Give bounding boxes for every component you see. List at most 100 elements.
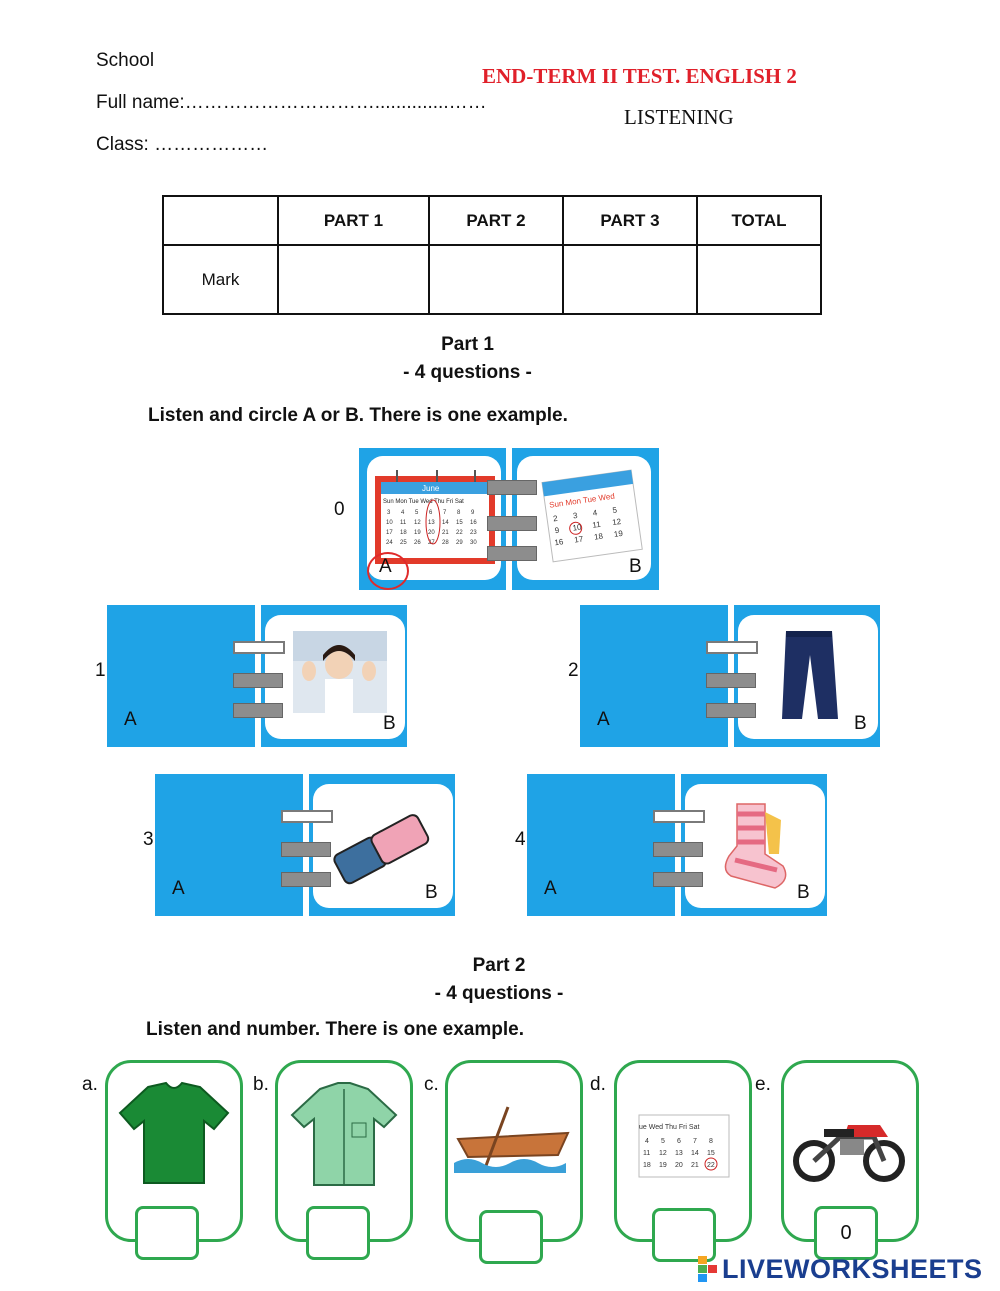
item-2-label-b: B [854, 713, 867, 734]
svg-text:7: 7 [443, 510, 447, 516]
svg-text:11: 11 [592, 520, 602, 530]
trousers-icon [782, 631, 838, 719]
svg-text:24: 24 [386, 540, 393, 546]
part2-count: - 4 questions - [434, 983, 564, 1004]
item-2-ring-1 [706, 641, 758, 654]
mark-cell-total[interactable] [696, 244, 822, 315]
svg-text:22: 22 [456, 530, 463, 536]
part1-title: Part 1 [441, 334, 494, 355]
svg-text:29: 29 [456, 540, 463, 546]
item-3-ring-1 [281, 810, 333, 823]
card-b-label: b. [253, 1074, 269, 1095]
part1-instruction: Listen and circle A or B. There is one e… [148, 405, 568, 426]
item-3-label-a[interactable]: A [172, 878, 185, 899]
card-a-answer-box[interactable] [135, 1206, 199, 1260]
item-2-label-a[interactable]: A [597, 709, 610, 730]
item-1-page-b[interactable]: B [265, 615, 405, 739]
item-4-book: B A [527, 774, 827, 916]
liveworksheets-logo-icon [698, 1256, 717, 1282]
card-b-answer-box[interactable] [306, 1206, 370, 1260]
svg-text:3: 3 [572, 511, 578, 521]
card-a-label: a. [82, 1074, 98, 1095]
svg-text:18: 18 [400, 530, 407, 536]
svg-text:19: 19 [613, 529, 624, 539]
mark-table-corner [162, 195, 279, 246]
mark-cell-part3[interactable] [562, 244, 698, 315]
svg-text:30: 30 [470, 540, 477, 546]
svg-text:8: 8 [709, 1138, 713, 1145]
item-1-ring-3 [233, 703, 283, 718]
svg-text:14: 14 [442, 520, 449, 526]
item-3-label-b: B [425, 882, 438, 903]
liveworksheets-logo-text: LIVEWORKSHEETS [722, 1254, 983, 1284]
item-2-page-b[interactable]: B [738, 615, 878, 739]
svg-text:13: 13 [675, 1150, 683, 1157]
svg-text:5: 5 [415, 510, 419, 516]
mark-cell-part1[interactable] [277, 244, 430, 315]
svg-text:26: 26 [414, 540, 421, 546]
card-e-label: e. [755, 1074, 771, 1095]
item-2-number: 2 [568, 660, 579, 681]
svg-text:19: 19 [659, 1162, 667, 1169]
svg-text:5: 5 [612, 505, 618, 515]
girl-photo-icon [293, 631, 387, 713]
svg-text:28: 28 [442, 540, 449, 546]
svg-text:15: 15 [456, 520, 463, 526]
card-d-answer-box[interactable] [652, 1208, 716, 1262]
svg-text:5: 5 [661, 1138, 665, 1145]
item-1-label-a[interactable]: A [124, 709, 137, 730]
svg-text:20: 20 [675, 1162, 683, 1169]
svg-text:15: 15 [707, 1150, 715, 1157]
svg-text:4: 4 [645, 1138, 649, 1145]
card-d-label: d. [590, 1074, 606, 1095]
item-4-label-a[interactable]: A [544, 878, 557, 899]
class-field[interactable]: Class: ……………… [96, 134, 269, 155]
col-part1: PART 1 [277, 195, 430, 246]
svg-text:9: 9 [554, 526, 560, 536]
svg-text:21: 21 [442, 530, 449, 536]
page-title: END-TERM II TEST. ENGLISH 2 [482, 64, 797, 88]
svg-text:19: 19 [414, 530, 421, 536]
col-part2: PART 2 [428, 195, 564, 246]
boat-icon [454, 1106, 570, 1173]
card-e-answer-box[interactable]: 0 [814, 1206, 878, 1260]
card-c-answer-box[interactable] [479, 1210, 543, 1264]
motorbike-icon [793, 1125, 905, 1182]
t-shirt-icon [118, 1081, 230, 1184]
part1-count: - 4 questions - [403, 362, 532, 383]
card-c-label: c. [424, 1074, 439, 1095]
svg-text:3: 3 [387, 510, 391, 516]
item-3-page-b[interactable]: B [313, 784, 453, 908]
svg-text:11: 11 [643, 1150, 650, 1157]
eraser-icon [333, 814, 430, 885]
item-2-ring-2 [706, 673, 756, 688]
svg-text:6: 6 [677, 1138, 681, 1145]
page-subtitle: LISTENING [624, 105, 734, 129]
svg-text:25: 25 [400, 540, 407, 546]
svg-text:17: 17 [386, 530, 393, 536]
full-name-field[interactable]: Full name:…………………………..............…… [96, 92, 487, 113]
item-4-page-b[interactable]: B [685, 784, 825, 908]
svg-text:14: 14 [691, 1150, 699, 1157]
mark-cell-part2[interactable] [428, 244, 564, 315]
svg-text:9: 9 [471, 510, 475, 516]
svg-text:2: 2 [553, 514, 559, 524]
item-3-ring-2 [281, 842, 331, 857]
calendar-a-month: June [422, 484, 440, 493]
svg-text:8: 8 [457, 510, 461, 516]
item-1-number: 1 [95, 660, 106, 681]
svg-text:6: 6 [429, 510, 433, 516]
liveworksheets-logo: LIVEWORKSHEETS [696, 1254, 996, 1284]
svg-text:10: 10 [386, 520, 393, 526]
item-0-label-a: A [379, 556, 392, 577]
svg-text:11: 11 [400, 520, 407, 526]
shirt-icon [290, 1082, 398, 1186]
svg-text:12: 12 [414, 520, 421, 526]
row-label-mark: Mark [162, 244, 279, 315]
